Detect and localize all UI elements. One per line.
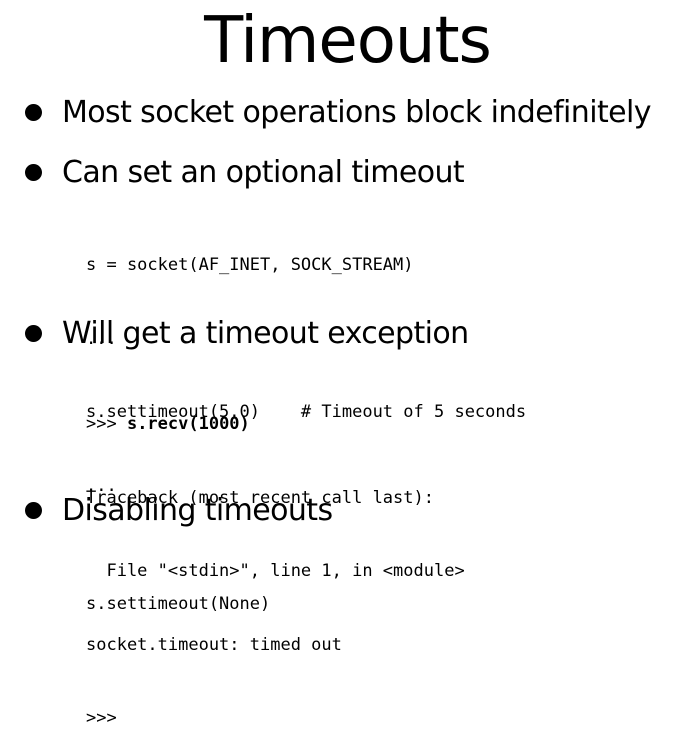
bullet-text: Will get a timeout exception (62, 315, 469, 351)
bullet-dot-icon (25, 163, 42, 181)
bullet-dot-icon (25, 324, 42, 342)
bullet-dot-icon (25, 501, 42, 519)
bullet-text: Most socket operations block indefinitel… (62, 94, 651, 130)
code-command: s.recv(1000) (126, 414, 250, 434)
code-line: s = socket(AF_INET, SOCK_STREAM) (86, 255, 414, 275)
code-line: s.settimeout(5.0) # Timeout of 5 seconds (86, 402, 527, 422)
bullet-dot-icon (25, 103, 42, 121)
bullet-text: Disabling timeouts (62, 492, 333, 528)
code-line-command: >>> s.recv(1000) (86, 412, 465, 437)
bullet-item: Most socket operations block indefinitel… (25, 92, 651, 132)
code-prompt: >>> (86, 414, 127, 434)
code-line: >>> (86, 708, 117, 728)
code-block: s = socket(AF_INET, SOCK_STREAM) ... s.s… (86, 204, 526, 523)
bullet-item: Will get a timeout exception (25, 313, 469, 353)
bullet-item: Disabling timeouts (25, 490, 333, 530)
code-line: ... (86, 475, 117, 496)
code-line: Traceback (most recent call last): (86, 487, 434, 508)
bullet-item: Can set an optional timeout (25, 152, 465, 192)
bullet-text: Can set an optional timeout (62, 154, 465, 190)
code-line: s.settimeout(None) (86, 594, 271, 614)
code-line: File "<stdin>", line 1, in <module> (86, 561, 465, 581)
code-line: ... (86, 328, 117, 349)
page-title: Timeouts (204, 4, 492, 78)
code-block: s.settimeout(None) (86, 543, 270, 641)
